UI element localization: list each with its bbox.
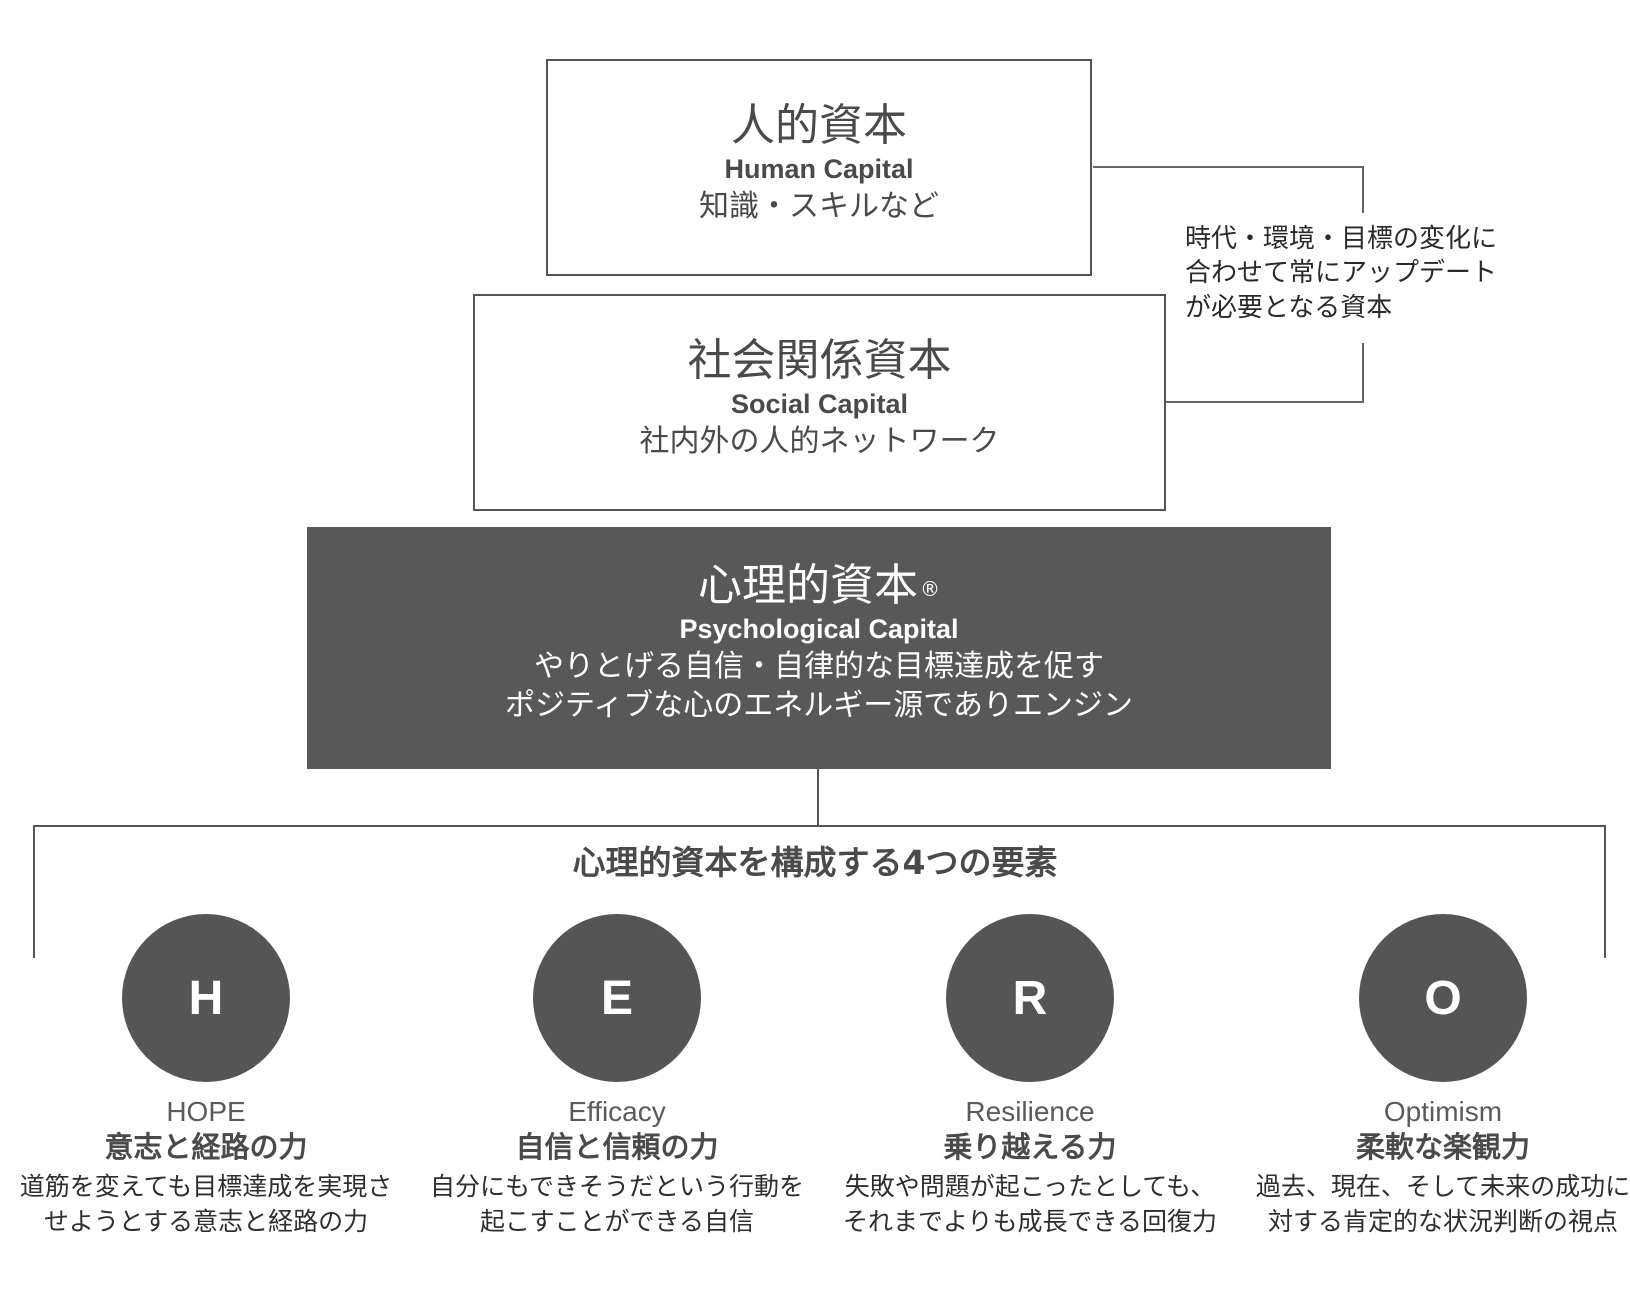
social-capital-title: 社会関係資本 — [687, 335, 952, 386]
side-note-line-3: が必要となる資本 — [1185, 292, 1393, 323]
element-japanese: 自信と信頼の力 — [515, 1130, 719, 1164]
element-description: 自分にもできそうだという行動を起こすことができる自信 — [429, 1171, 804, 1236]
elements-heading: 心理的資本を構成する4つの要素 — [572, 843, 1058, 882]
human-capital-title: 人的資本 — [731, 100, 907, 151]
element-efficacy: E Efficacy 自信と信頼の力 自分にもできそうだという行動を起こすことが… — [424, 914, 810, 1239]
element-description: 失敗や問題が起こったとしても、それまでよりも成長できる回復力 — [842, 1171, 1217, 1236]
side-note-line-1: 時代・環境・目標の変化に — [1185, 224, 1498, 254]
element-circle: O — [1359, 914, 1527, 1082]
psychological-capital-english: Psychological Capital — [679, 613, 959, 644]
element-japanese: 乗り越える力 — [943, 1130, 1117, 1164]
element-letter: E — [600, 971, 633, 1025]
element-circle: E — [533, 914, 701, 1082]
psychological-capital-box: 心理的資本® Psychological Capital やりとげる自信・自律的… — [307, 527, 1331, 769]
human-capital-box: 人的資本 Human Capital 知識・スキルなど — [546, 59, 1092, 276]
element-letter: R — [1012, 971, 1048, 1025]
elements-bracket — [33, 825, 1606, 958]
side-note-line-2: 合わせて常にアップデート — [1185, 258, 1498, 289]
element-description: 道筋を変えても目標達成を実現させようとする意志と経路の力 — [19, 1171, 393, 1236]
social-capital-description: 社内外の人的ネットワーク — [639, 423, 1000, 459]
element-english: Optimism — [1383, 1096, 1503, 1127]
human-capital-english: Human Capital — [724, 153, 914, 184]
element-optimism: O Optimism 柔軟な楽観力 過去、現在、そして未来の成功に対する肯定的な… — [1250, 914, 1630, 1239]
psychological-capital-description-1: やりとげる自信・自律的な目標達成を促す — [534, 648, 1104, 684]
element-japanese: 意志と経路の力 — [104, 1130, 308, 1164]
element-english: HOPE — [166, 1096, 246, 1127]
element-letter: O — [1424, 971, 1462, 1025]
social-capital-english: Social Capital — [730, 388, 909, 419]
element-circle: H — [122, 914, 290, 1082]
element-english: Resilience — [965, 1096, 1095, 1127]
side-note-bracket-lower — [1166, 343, 1364, 403]
element-description: 過去、現在、そして未来の成功に対する肯定的な状況判断の視点 — [1255, 1171, 1630, 1236]
element-english: Efficacy — [568, 1096, 666, 1127]
registered-mark: ® — [920, 577, 940, 601]
element-circle: R — [946, 914, 1114, 1082]
human-capital-description: 知識・スキルなど — [699, 188, 939, 224]
psychological-capital-title-row: 心理的資本® — [307, 560, 1331, 612]
element-resilience: R Resilience 乗り越える力 失敗や問題が起こったとしても、それまでよ… — [837, 914, 1223, 1239]
psychological-capital-title: 心理的資本 — [698, 560, 918, 611]
element-japanese: 柔軟な楽観力 — [1355, 1130, 1530, 1164]
element-hope: H HOPE 意志と経路の力 道筋を変えても目標達成を実現させようとする意志と経… — [13, 914, 399, 1239]
social-capital-box: 社会関係資本 Social Capital 社内外の人的ネットワーク — [473, 294, 1166, 511]
psychological-capital-description-2: ポジティブな心のエネルギー源でありエンジン — [505, 687, 1133, 723]
element-letter: H — [188, 971, 224, 1025]
side-note-bracket — [1093, 166, 1364, 213]
side-note: 時代・環境・目標の変化に 合わせて常にアップデート が必要となる資本 — [1185, 222, 1545, 325]
